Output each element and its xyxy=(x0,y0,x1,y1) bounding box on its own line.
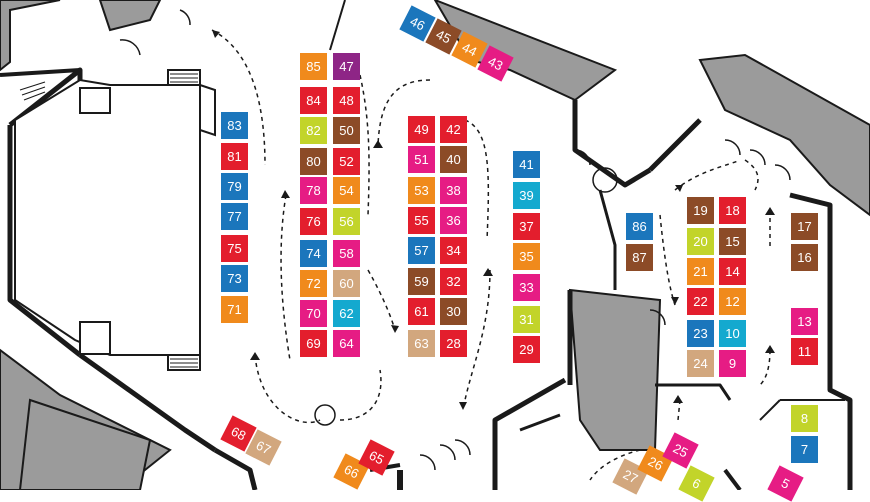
doors xyxy=(119,9,791,471)
booth-32[interactable]: 32 xyxy=(440,268,467,295)
booth-82[interactable]: 82 xyxy=(300,117,327,144)
booth-85[interactable]: 85 xyxy=(300,53,327,80)
booth-40[interactable]: 40 xyxy=(440,146,467,173)
booth-56[interactable]: 56 xyxy=(333,208,360,235)
booth-24[interactable]: 24 xyxy=(687,350,714,377)
booth-12[interactable]: 12 xyxy=(719,288,746,315)
booth-79[interactable]: 79 xyxy=(221,173,248,200)
booth-38[interactable]: 38 xyxy=(440,177,467,204)
walking-routes xyxy=(211,29,771,481)
booth-10[interactable]: 10 xyxy=(719,320,746,347)
booth-39[interactable]: 39 xyxy=(513,182,540,209)
booth-30[interactable]: 30 xyxy=(440,298,467,325)
booth-80[interactable]: 80 xyxy=(300,148,327,175)
booth-15[interactable]: 15 xyxy=(719,228,746,255)
booth-29[interactable]: 29 xyxy=(513,336,540,363)
booth-34[interactable]: 34 xyxy=(440,237,467,264)
booth-74[interactable]: 74 xyxy=(300,240,327,267)
booth-60[interactable]: 60 xyxy=(333,270,360,297)
booth-23[interactable]: 23 xyxy=(687,320,714,347)
booth-13[interactable]: 13 xyxy=(791,308,818,335)
booth-58[interactable]: 58 xyxy=(333,240,360,267)
stairs xyxy=(19,73,198,368)
booth-86[interactable]: 86 xyxy=(626,213,653,240)
booth-77[interactable]: 77 xyxy=(221,203,248,230)
booth-72[interactable]: 72 xyxy=(300,270,327,297)
booth-8[interactable]: 8 xyxy=(791,405,818,432)
booth-84[interactable]: 84 xyxy=(300,87,327,114)
booth-48[interactable]: 48 xyxy=(333,87,360,114)
booth-21[interactable]: 21 xyxy=(687,258,714,285)
booth-31[interactable]: 31 xyxy=(513,306,540,333)
booth-50[interactable]: 50 xyxy=(333,117,360,144)
booth-63[interactable]: 63 xyxy=(408,330,435,357)
booth-36[interactable]: 36 xyxy=(440,207,467,234)
booth-75[interactable]: 75 xyxy=(221,235,248,262)
booth-37[interactable]: 37 xyxy=(513,213,540,240)
booth-19[interactable]: 19 xyxy=(687,197,714,224)
booth-64[interactable]: 64 xyxy=(333,330,360,357)
booth-55[interactable]: 55 xyxy=(408,207,435,234)
booth-81[interactable]: 81 xyxy=(221,143,248,170)
booth-70[interactable]: 70 xyxy=(300,300,327,327)
booth-69[interactable]: 69 xyxy=(300,330,327,357)
main-hall xyxy=(14,69,216,371)
walls xyxy=(0,0,853,490)
booth-17[interactable]: 17 xyxy=(791,213,818,240)
booth-42[interactable]: 42 xyxy=(440,116,467,143)
booth-73[interactable]: 73 xyxy=(221,265,248,292)
booth-53[interactable]: 53 xyxy=(408,177,435,204)
booth-41[interactable]: 41 xyxy=(513,151,540,178)
booth-18[interactable]: 18 xyxy=(719,197,746,224)
booth-11[interactable]: 11 xyxy=(791,338,818,365)
booth-51[interactable]: 51 xyxy=(408,146,435,173)
booth-35[interactable]: 35 xyxy=(513,243,540,270)
booth-54[interactable]: 54 xyxy=(333,177,360,204)
booth-78[interactable]: 78 xyxy=(300,177,327,204)
booth-52[interactable]: 52 xyxy=(333,148,360,175)
booth-16[interactable]: 16 xyxy=(791,244,818,271)
booth-28[interactable]: 28 xyxy=(440,330,467,357)
route-arrows xyxy=(212,30,775,410)
booth-49[interactable]: 49 xyxy=(408,116,435,143)
booth-57[interactable]: 57 xyxy=(408,237,435,264)
booth-76[interactable]: 76 xyxy=(300,208,327,235)
grey-areas xyxy=(0,0,870,490)
booth-47[interactable]: 47 xyxy=(333,53,360,80)
floor-plan-map xyxy=(0,0,870,490)
booth-20[interactable]: 20 xyxy=(687,228,714,255)
booth-7[interactable]: 7 xyxy=(791,436,818,463)
booth-61[interactable]: 61 xyxy=(408,298,435,325)
booth-71[interactable]: 71 xyxy=(221,296,248,323)
booth-14[interactable]: 14 xyxy=(719,258,746,285)
booth-59[interactable]: 59 xyxy=(408,268,435,295)
booth-83[interactable]: 83 xyxy=(221,112,248,139)
booth-22[interactable]: 22 xyxy=(687,288,714,315)
booth-9[interactable]: 9 xyxy=(719,350,746,377)
booth-62[interactable]: 62 xyxy=(333,300,360,327)
booth-33[interactable]: 33 xyxy=(513,274,540,301)
booth-87[interactable]: 87 xyxy=(626,244,653,271)
